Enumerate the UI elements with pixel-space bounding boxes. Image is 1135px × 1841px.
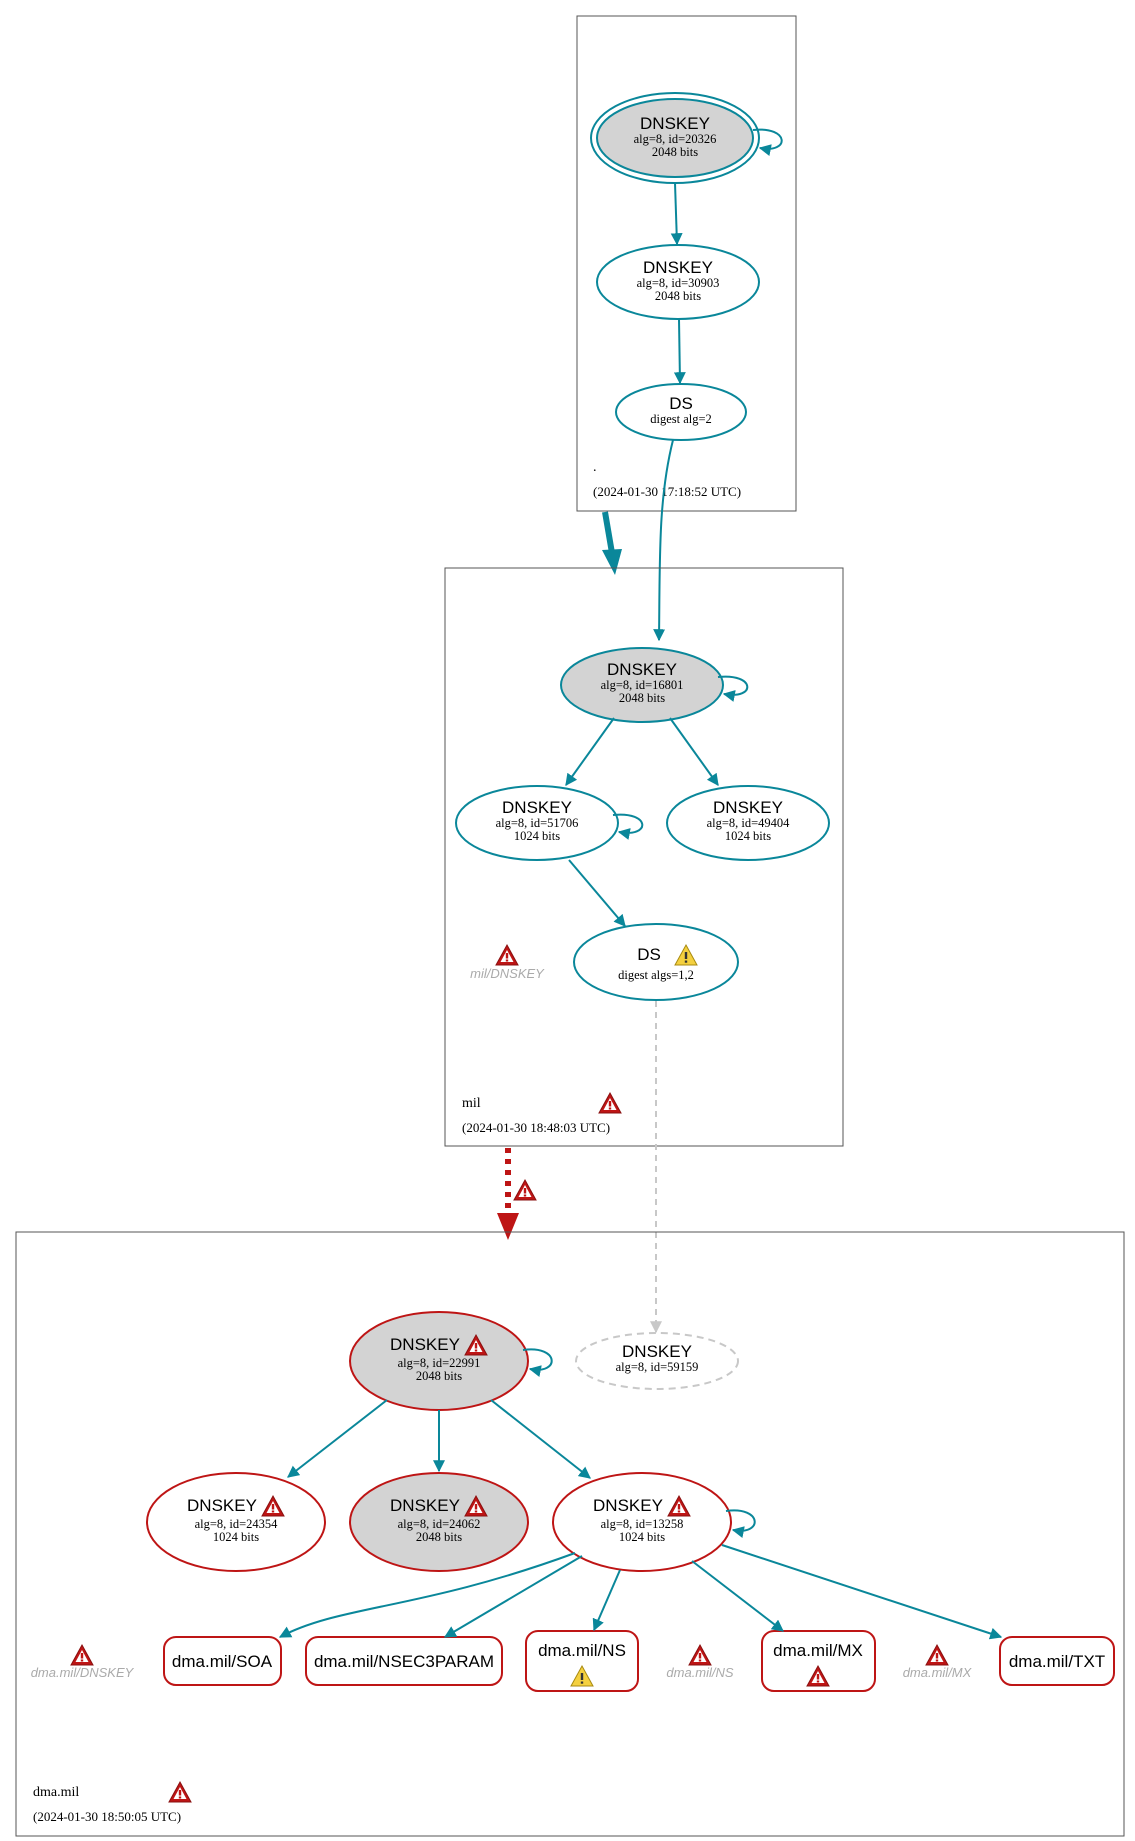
dma-dnskey-label: dma.mil/DNSKEY	[31, 1665, 135, 1680]
edge-dma-key-13258-self	[725, 1509, 756, 1538]
node-dma-key-24062-title: DNSKEY	[390, 1496, 460, 1515]
node-dma-key-24062[interactable]: DNSKEY alg=8, id=24062 2048 bits	[349, 1472, 529, 1572]
edge-root-ds-mil-ksk	[653, 439, 674, 642]
node-mil-key-51706-title: DNSKEY	[502, 798, 572, 817]
node-mil-key-49404[interactable]: DNSKEY alg=8, id=49404 1024 bits	[666, 785, 830, 861]
edge-mil-ksk-key-49404	[669, 717, 719, 786]
node-dma-key-24354-line1: alg=8, id=24354	[195, 1517, 279, 1531]
node-dma-key-13258-title: DNSKEY	[593, 1496, 663, 1515]
node-mil-key-49404-title: DNSKEY	[713, 798, 783, 817]
node-mil-key-49404-line2: 1024 bits	[725, 829, 771, 843]
rrset-nsec3param[interactable]: dma.mil/NSEC3PARAM	[305, 1636, 503, 1686]
node-mil-key-51706[interactable]: DNSKEY alg=8, id=51706 1024 bits	[455, 785, 619, 861]
edge-dma-ksk-key-13258	[490, 1399, 591, 1479]
node-root-ksk-line1: alg=8, id=20326	[634, 132, 717, 146]
edge-root-ksk-zsk	[670, 182, 683, 246]
edge-mil-ksk-self	[717, 675, 749, 702]
edge-mil-key-51706-self	[612, 813, 644, 840]
edge-mil-key-51706-ds	[568, 859, 626, 927]
zone-mil-name: mil	[462, 1096, 481, 1111]
edge-delegation-root-mil-head	[602, 549, 622, 575]
zone-dma-box	[15, 1231, 1125, 1837]
dma-mx-error-icon	[925, 1644, 949, 1666]
rrset-mx-label: dma.mil/MX	[773, 1641, 863, 1660]
zone-dma-error-icon	[168, 1781, 192, 1803]
node-dma-key-13258-line1: alg=8, id=13258	[601, 1517, 684, 1531]
node-dma-key-24354[interactable]: DNSKEY alg=8, id=24354 1024 bits	[146, 1472, 326, 1572]
node-root-ds-line1: digest alg=2	[650, 412, 712, 426]
node-dma-key-24062-line1: alg=8, id=24062	[398, 1517, 481, 1531]
node-root-ksk-title: DNSKEY	[640, 114, 710, 133]
zone-root-timestamp: (2024-01-30 17:18:52 UTC)	[593, 484, 741, 499]
node-dma-key-24354-title: DNSKEY	[187, 1496, 257, 1515]
node-dma-ksk-line1: alg=8, id=22991	[398, 1356, 481, 1370]
rrset-ns-label: dma.mil/NS	[538, 1641, 626, 1660]
node-dma-missing-key-title: DNSKEY	[622, 1342, 692, 1361]
edge-dma-ksk-self	[522, 1348, 553, 1377]
edge-key-13258-ns	[592, 1569, 621, 1632]
node-mil-ds-line1: digest algs=1,2	[618, 968, 694, 982]
mil-dnskey-error-icon	[495, 944, 519, 966]
node-mil-ksk-line2: 2048 bits	[619, 691, 665, 705]
rrset-soa-label: dma.mil/SOA	[172, 1652, 273, 1671]
node-mil-ksk-line1: alg=8, id=16801	[601, 678, 684, 692]
node-mil-ksk-title: DNSKEY	[607, 660, 677, 679]
node-dma-missing-key[interactable]: DNSKEY alg=8, id=59159	[575, 1332, 739, 1390]
rrset-soa[interactable]: dma.mil/SOA	[163, 1636, 282, 1686]
zone-root-name: .	[593, 460, 597, 475]
node-dma-ksk-title: DNSKEY	[390, 1335, 460, 1354]
node-root-zsk-line1: alg=8, id=30903	[637, 276, 720, 290]
rrset-nsec3param-label: dma.mil/NSEC3PARAM	[314, 1652, 494, 1671]
edge-root-zsk-ds	[673, 318, 686, 385]
node-dma-key-24062-line2: 2048 bits	[416, 1530, 462, 1544]
edge-delegation-mil-dma-head	[497, 1213, 519, 1240]
node-root-zsk[interactable]: DNSKEY alg=8, id=30903 2048 bits	[596, 244, 760, 320]
edge-key-13258-mx	[691, 1560, 784, 1632]
zone-mil-error-icon	[598, 1092, 622, 1114]
node-mil-ds[interactable]: DS digest algs=1,2	[573, 923, 739, 1001]
zone-mil-timestamp: (2024-01-30 18:48:03 UTC)	[462, 1120, 610, 1135]
rrset-mx[interactable]: dma.mil/MX	[761, 1630, 876, 1692]
zone-dma-name: dma.mil	[33, 1785, 79, 1800]
node-root-ds[interactable]: DS digest alg=2	[615, 383, 747, 441]
node-root-zsk-title: DNSKEY	[643, 258, 713, 277]
node-root-ksk[interactable]: DNSKEY alg=8, id=20326 2048 bits	[590, 92, 760, 184]
node-mil-ksk[interactable]: DNSKEY alg=8, id=16801 2048 bits	[560, 647, 724, 723]
zone-mil-box	[444, 567, 844, 1147]
dma-ns-error-icon	[688, 1644, 712, 1666]
node-mil-key-51706-line2: 1024 bits	[514, 829, 560, 843]
node-dma-key-13258-line2: 1024 bits	[619, 1530, 665, 1544]
node-mil-key-49404-line1: alg=8, id=49404	[707, 816, 791, 830]
rrset-txt-label: dma.mil/TXT	[1009, 1652, 1105, 1671]
zone-root-box	[576, 15, 797, 512]
edge-delegation-root-mil	[602, 511, 615, 554]
dma-dnskey-error-icon	[70, 1644, 94, 1666]
mil-dnskey-label: mil/DNSKEY	[470, 966, 545, 981]
dma-ns-label: dma.mil/NS	[666, 1665, 734, 1680]
edge-root-ksk-self	[752, 128, 783, 156]
node-root-ds-title: DS	[669, 394, 693, 413]
node-dma-missing-key-line1: alg=8, id=59159	[616, 1360, 699, 1374]
rrset-ns[interactable]: dma.mil/NS	[525, 1630, 639, 1692]
edge-key-13258-txt	[721, 1544, 1003, 1640]
edge-key-13258-nsec3param	[443, 1555, 583, 1638]
delegation-error-icon	[513, 1179, 537, 1201]
zone-dma-timestamp: (2024-01-30 18:50:05 UTC)	[33, 1809, 181, 1824]
node-dma-ksk-line2: 2048 bits	[416, 1369, 462, 1383]
node-dma-key-24354-line2: 1024 bits	[213, 1530, 259, 1544]
rrset-txt[interactable]: dma.mil/TXT	[999, 1636, 1115, 1686]
node-root-ksk-line2: 2048 bits	[652, 145, 698, 159]
node-root-zsk-line2: 2048 bits	[655, 289, 701, 303]
dma-mx-label: dma.mil/MX	[903, 1665, 973, 1680]
edge-dma-ksk-key-24354	[287, 1399, 388, 1478]
node-mil-ds-title: DS	[637, 945, 661, 964]
node-dma-key-13258[interactable]: DNSKEY alg=8, id=13258 1024 bits	[552, 1472, 732, 1572]
node-dma-ksk[interactable]: DNSKEY alg=8, id=22991 2048 bits	[349, 1311, 529, 1411]
edge-mil-ksk-key-51706	[565, 717, 615, 786]
edge-key-13258-soa	[278, 1552, 576, 1638]
node-mil-key-51706-line1: alg=8, id=51706	[496, 816, 579, 830]
